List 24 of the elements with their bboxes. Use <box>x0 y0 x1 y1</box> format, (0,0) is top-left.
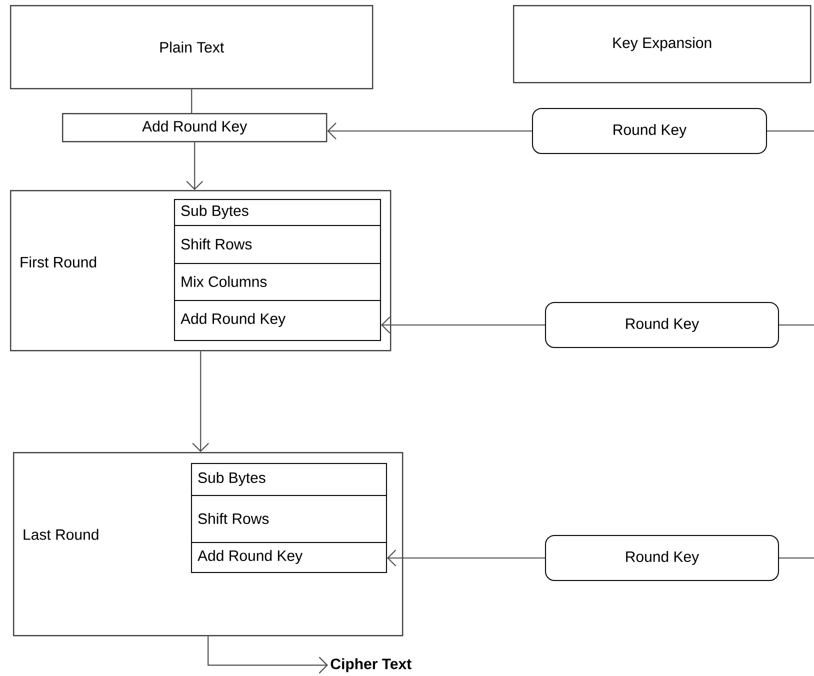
key-box: Round Key <box>545 535 779 581</box>
arrow <box>381 316 545 334</box>
connector-line <box>779 557 814 559</box>
arrow <box>186 142 203 190</box>
arrow <box>208 636 328 674</box>
process-box: Plain Text <box>10 5 374 90</box>
step-cell: Mix Columns <box>174 263 381 301</box>
connector-line <box>191 89 192 113</box>
process-box: Add Round Key <box>62 113 328 142</box>
key-box: Round Key <box>545 302 779 348</box>
connector-line <box>767 130 814 132</box>
step-cell: Add Round Key <box>174 300 381 341</box>
connector-line <box>779 324 814 326</box>
arrow <box>387 550 545 566</box>
arrow <box>327 122 532 140</box>
step-cell: Sub Bytes <box>174 199 381 226</box>
step-cell: Shift Rows <box>174 225 381 264</box>
step-cell: Add Round Key <box>191 542 387 573</box>
arrow <box>192 351 209 452</box>
step-cell: Shift Rows <box>191 495 387 543</box>
process-box: Key Expansion <box>513 5 812 84</box>
step-cell: Sub Bytes <box>191 463 387 496</box>
output-text: Cipher Text <box>330 658 412 672</box>
key-box: Round Key <box>532 108 767 154</box>
